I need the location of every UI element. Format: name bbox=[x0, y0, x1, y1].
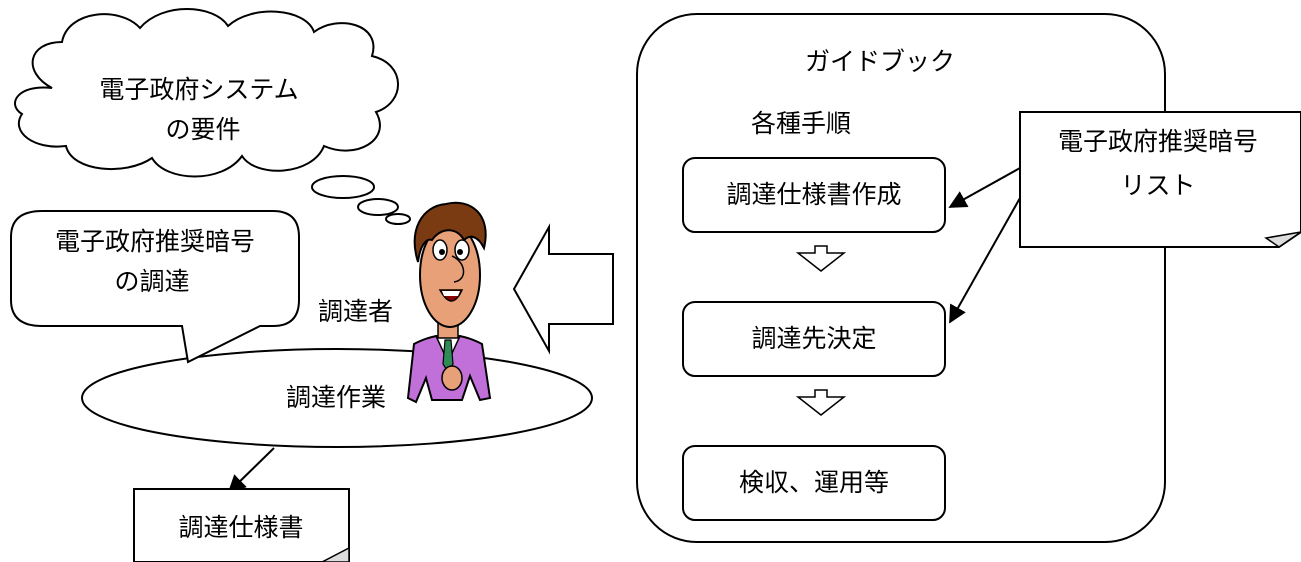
cloud-text-line2: の要件 bbox=[165, 115, 241, 144]
guidebook-title: ガイドブック bbox=[804, 47, 956, 76]
thought-cloud bbox=[14, 8, 399, 178]
list-arrow-to-step-2 bbox=[949, 197, 1021, 324]
step-label-2: 調達先決定 bbox=[751, 324, 877, 353]
task-to-output-arrow bbox=[227, 447, 275, 494]
list-text-line2: リスト bbox=[1120, 171, 1196, 200]
thought-bubble-small bbox=[385, 213, 411, 225]
big-left-arrow bbox=[512, 223, 614, 355]
step-arrow-1 bbox=[795, 245, 847, 272]
step-label-3: 検収、運用等 bbox=[738, 468, 890, 497]
speech-text-line2: の調達 bbox=[114, 267, 190, 296]
thought-bubble-medium bbox=[357, 198, 399, 216]
procurer-person-icon bbox=[406, 201, 492, 404]
speech-bubble bbox=[10, 210, 300, 364]
speech-text-line1: 電子政府推奨暗号 bbox=[54, 227, 256, 256]
step-arrow-2 bbox=[795, 389, 847, 416]
list-arrow-to-step-1 bbox=[948, 167, 1021, 208]
cloud-text-line1: 電子政府システム bbox=[99, 75, 299, 104]
step-box-2 bbox=[682, 301, 946, 377]
output-document-label: 調達仕様書 bbox=[178, 513, 304, 542]
step-box-1 bbox=[682, 157, 946, 233]
task-label: 調達作業 bbox=[285, 383, 387, 412]
guidebook-subtitle: 各種手順 bbox=[751, 109, 852, 138]
step-box-3 bbox=[682, 445, 946, 521]
list-text-line1: 電子政府推奨暗号 bbox=[1057, 127, 1259, 156]
thought-bubble-large bbox=[311, 175, 375, 199]
step-label-1: 調達仕様書作成 bbox=[726, 180, 902, 209]
output-document bbox=[133, 488, 350, 562]
procurer-label: 調達者 bbox=[318, 297, 394, 326]
